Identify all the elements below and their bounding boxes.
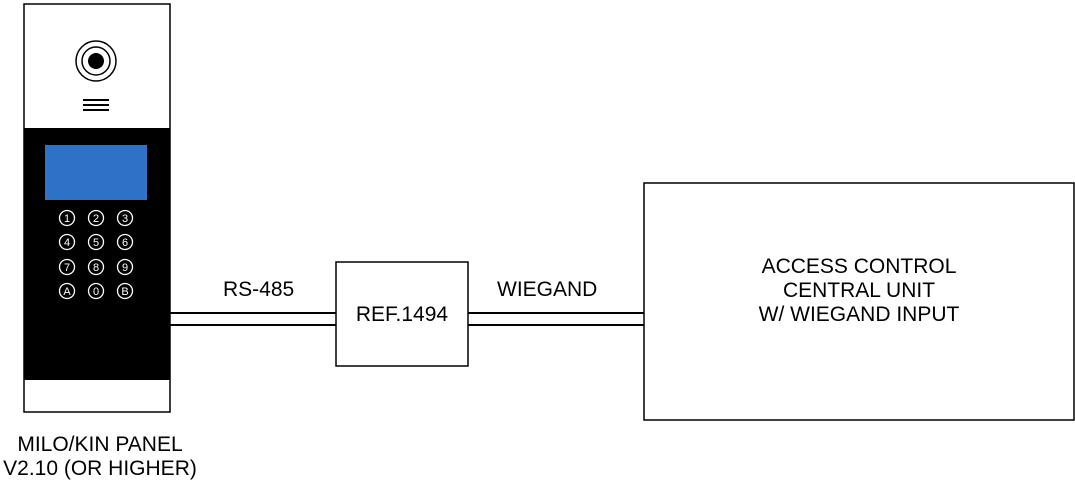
speaker-grille-icon: [83, 99, 109, 111]
keypad-key-4: 4: [58, 233, 76, 251]
keypad-key-ring: [58, 233, 76, 251]
central-unit-box: [643, 182, 1075, 421]
wiegand-label: WIEGAND: [497, 278, 598, 301]
keypad-key-ring: [116, 258, 134, 276]
keypad-key-1: 1: [58, 209, 76, 227]
keypad-key-0: 0: [87, 282, 105, 300]
interface-box-label: REF.1494: [355, 303, 449, 326]
keypad-key-3: 3: [116, 209, 134, 227]
panel-display: [45, 145, 147, 200]
keypad-key-8: 8: [87, 258, 105, 276]
keypad-key-label: A: [63, 286, 71, 298]
central-unit-line1: ACCESS CONTROL: [761, 255, 957, 278]
panel-caption-line2: V2.10 (OR HIGHER): [3, 457, 197, 480]
keypad-key-ring: [87, 209, 105, 227]
keypad-key-label: 8: [93, 262, 99, 274]
keypad-key-label: 9: [122, 262, 128, 274]
keypad-key-ring: [116, 282, 134, 300]
keypad-key-B: B: [116, 282, 134, 300]
keypad-key-label: 5: [93, 237, 99, 249]
keypad-key-2: 2: [87, 209, 105, 227]
keypad: 1 2 3 4 5 6 7 8 9A 0 B: [58, 209, 134, 300]
interface-box: [335, 261, 469, 367]
keypad-key-A: A: [58, 282, 76, 300]
keypad-key-ring: [58, 258, 76, 276]
keypad-key-label: 1: [64, 213, 70, 225]
central-unit-label: ACCESS CONTROL CENTRAL UNIT W/ WIEGAND I…: [644, 255, 1074, 327]
rs485-label: RS-485: [223, 278, 295, 301]
door-panel: 1 2 3 4 5 6 7 8 9A 0 B: [23, 3, 171, 413]
keypad-key-7: 7: [58, 258, 76, 276]
keypad-key-ring: [58, 209, 76, 227]
panel-caption-line1: MILO/KIN PANEL: [17, 433, 183, 456]
keypad-key-ring: [87, 233, 105, 251]
keypad-key-ring: [116, 209, 134, 227]
rs485-cable: [170, 312, 336, 326]
keypad-key-label: 2: [93, 213, 99, 225]
wiegand-cable: [468, 312, 644, 326]
keypad-key-label: 3: [122, 213, 128, 225]
keypad-key-ring: [116, 233, 134, 251]
central-unit-line2: CENTRAL UNIT: [782, 279, 936, 302]
keypad-key-label: B: [121, 286, 128, 298]
panel-caption: MILO/KIN PANEL V2.10 (OR HIGHER): [0, 433, 200, 481]
keypad-key-6: 6: [116, 233, 134, 251]
keypad-key-ring: [87, 282, 105, 300]
central-unit-line3: W/ WIEGAND INPUT: [758, 303, 960, 326]
keypad-key-ring: [87, 258, 105, 276]
keypad-key-label: 7: [64, 262, 70, 274]
camera-lens: [88, 53, 104, 69]
keypad-key-label: 0: [93, 286, 99, 298]
keypad-key-label: 6: [122, 237, 128, 249]
keypad-key-label: 4: [64, 237, 70, 249]
keypad-key-ring: [58, 282, 76, 300]
keypad-key-9: 9: [116, 258, 134, 276]
keypad-key-5: 5: [87, 233, 105, 251]
